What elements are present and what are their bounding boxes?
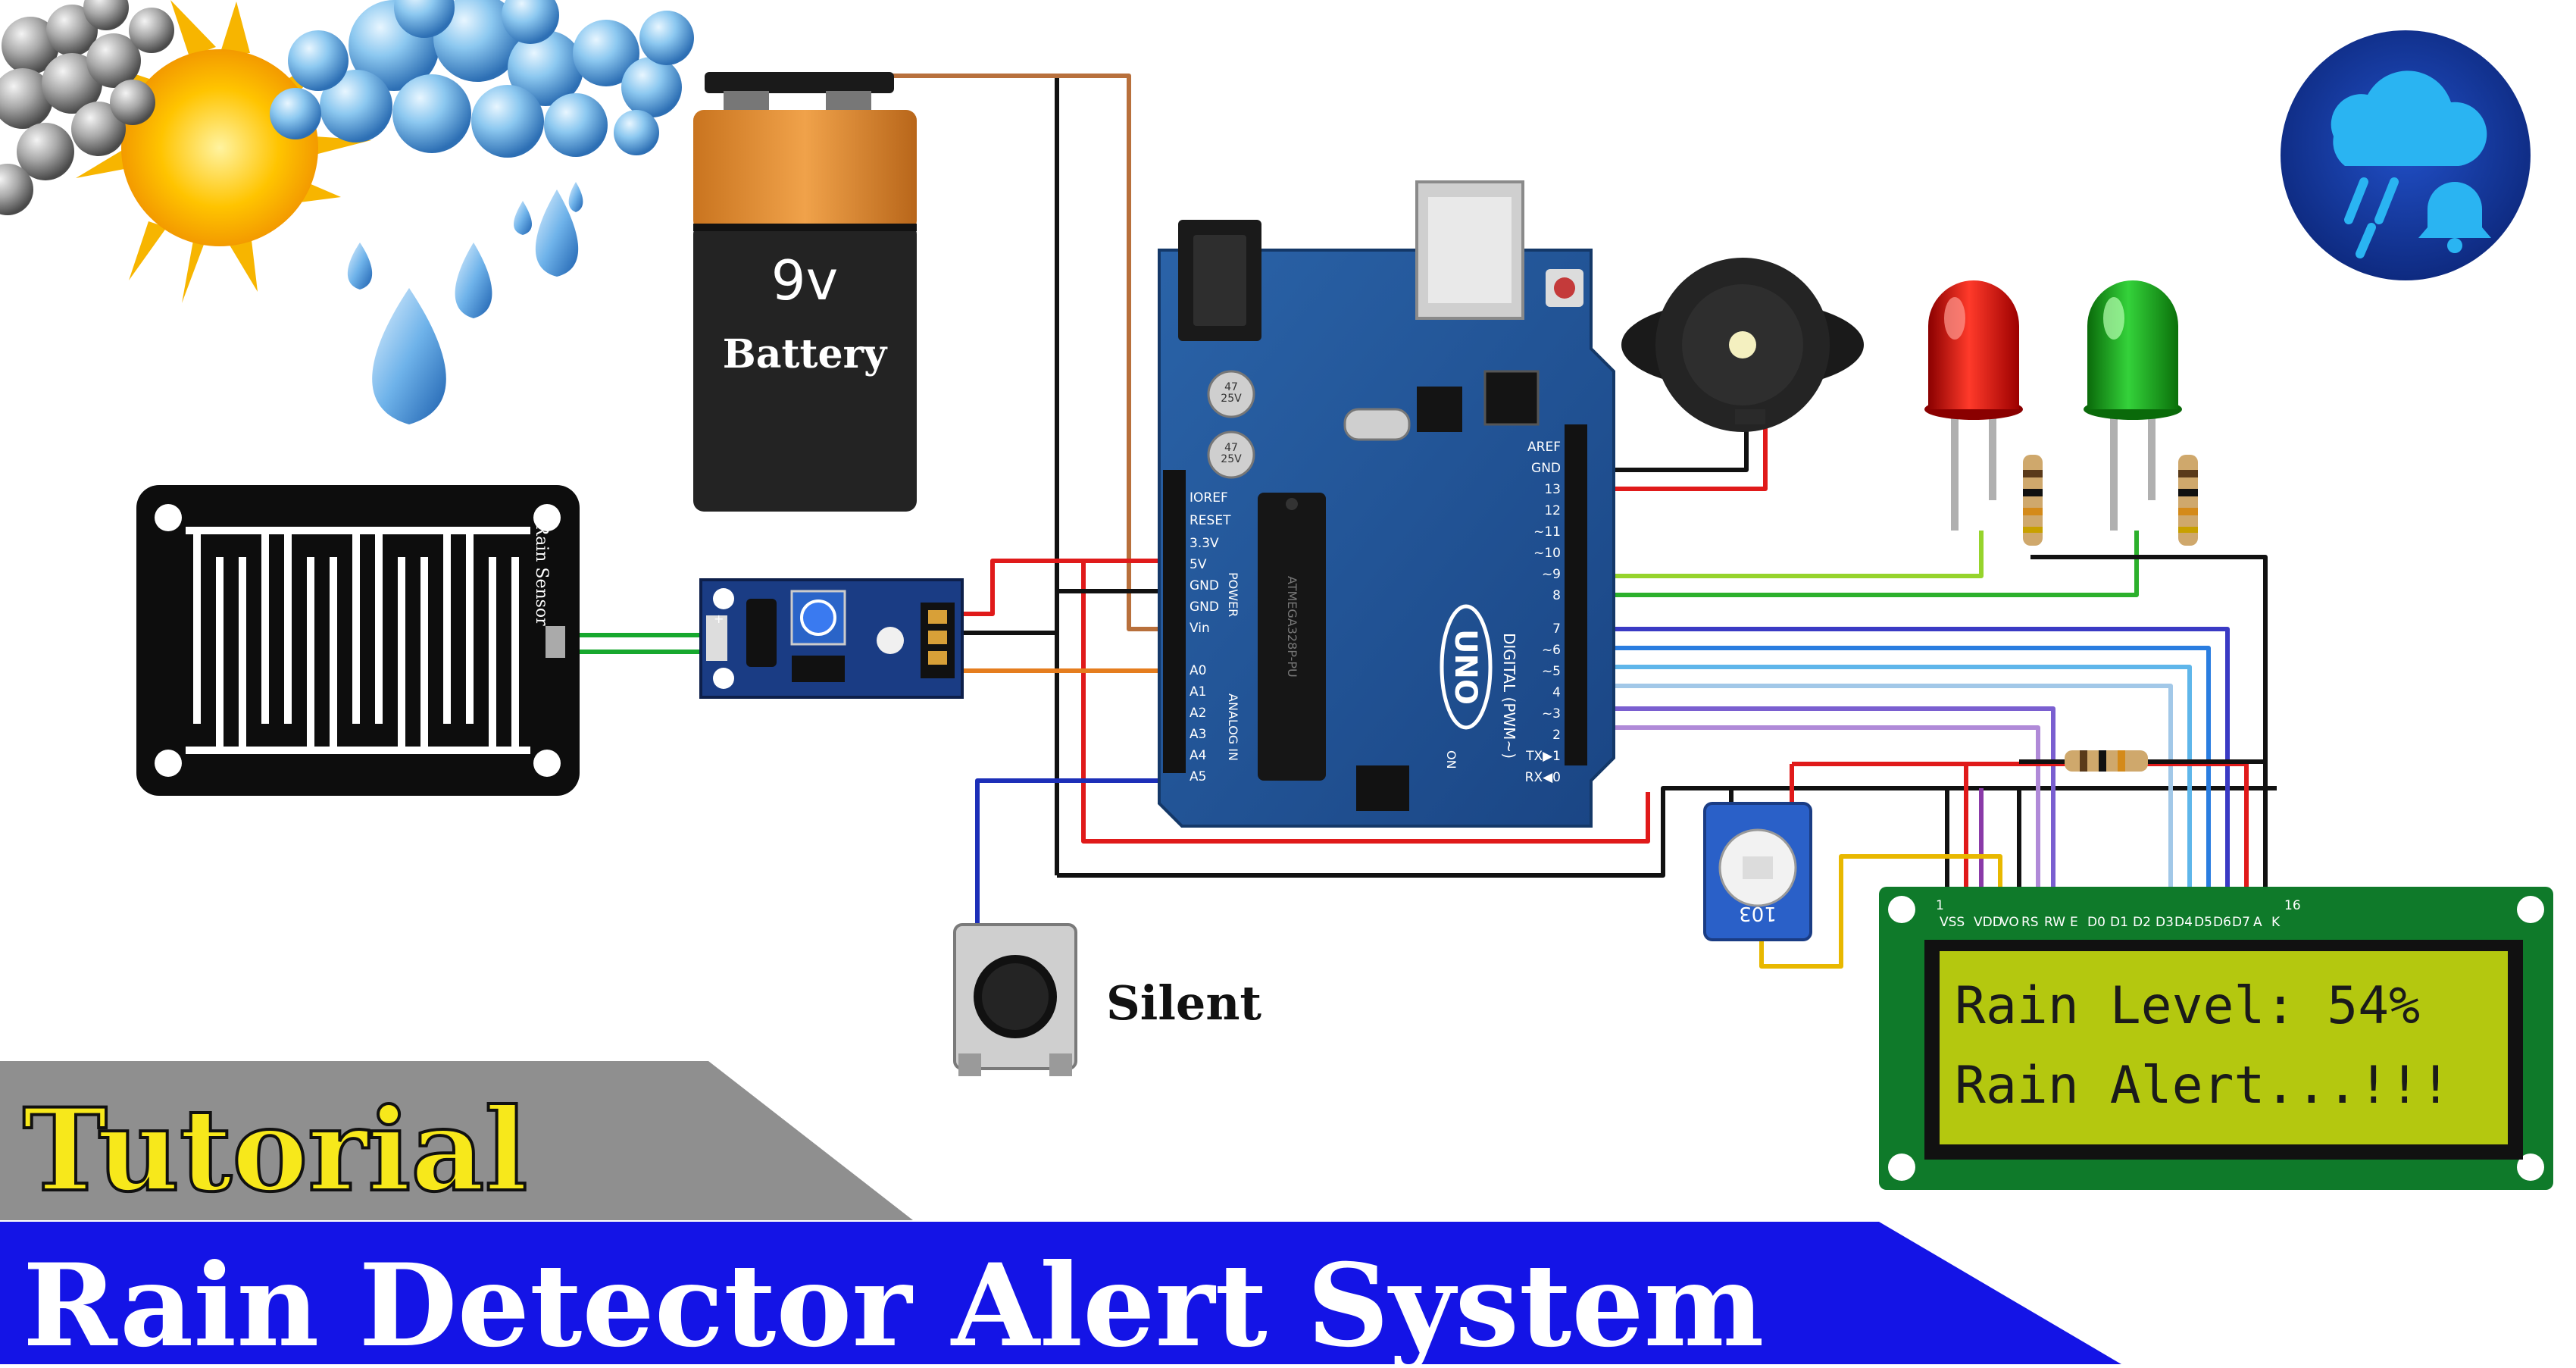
svg-text:IOREF: IOREF: [1190, 490, 1228, 506]
svg-text:25V: 25V: [1221, 453, 1242, 465]
analog-group-label: ANALOG IN: [1226, 693, 1240, 761]
svg-text:103: 103: [1739, 902, 1777, 925]
power-group-label: POWER: [1226, 572, 1240, 617]
backlight-resistor: [2065, 750, 2148, 772]
svg-text:25V: 25V: [1221, 393, 1242, 405]
svg-text:A2: A2: [1190, 706, 1206, 721]
svg-text:E: E: [2070, 915, 2078, 930]
svg-text:RW: RW: [2044, 915, 2065, 930]
tutorial-label: Tutorial: [23, 1084, 527, 1217]
svg-text:GND: GND: [1531, 461, 1561, 476]
svg-text:~3: ~3: [1542, 706, 1561, 722]
svg-text:TX▶1: TX▶1: [1525, 749, 1561, 764]
rain-sensor-label: Rain Sensor: [532, 523, 551, 626]
silent-button-label: Silent: [1106, 975, 1261, 1031]
svg-text:A4: A4: [1190, 748, 1206, 763]
lcd-16x2: 1 VSS VDD VO RS RW E D0 D1 D2 D3 D4 D5 D…: [1879, 887, 2553, 1190]
svg-text:Vin: Vin: [1190, 621, 1210, 636]
raindrop-icon: [347, 182, 583, 424]
svg-text:~5: ~5: [1542, 664, 1561, 679]
gray-cloud-icon: [0, 0, 174, 215]
page-title: Rain Detector Alert System: [23, 1239, 1764, 1364]
svg-text:1: 1: [1936, 898, 1944, 913]
svg-text:D0: D0: [2087, 915, 2106, 930]
left-header-labels: IOREF RESET 3.3V 5V GND GND Vin A0 A1 A2…: [1190, 490, 1231, 784]
svg-text:A0: A0: [1190, 663, 1206, 678]
svg-text:7: 7: [1552, 621, 1561, 637]
svg-text:D3: D3: [2156, 915, 2174, 930]
svg-text:D6: D6: [2213, 915, 2231, 930]
svg-text:RS: RS: [2021, 915, 2039, 930]
red-led: [1924, 280, 2023, 531]
sun-icon: [76, 0, 371, 303]
svg-text:16: 16: [2284, 898, 2301, 913]
green-led: [2084, 280, 2182, 531]
svg-text:~11: ~11: [1533, 524, 1561, 540]
svg-text:RX◀0: RX◀0: [1525, 770, 1561, 785]
battery-voltage: 9v: [771, 249, 838, 312]
svg-text:13: 13: [1544, 482, 1561, 497]
svg-text:3.3V: 3.3V: [1190, 536, 1219, 551]
capacitor: 47 25V 47 25V: [1207, 370, 1255, 479]
svg-text:5V: 5V: [1190, 557, 1207, 572]
svg-text:A1: A1: [1190, 684, 1206, 700]
svg-text:D5: D5: [2194, 915, 2212, 930]
svg-text:UNO: UNO: [1448, 629, 1483, 705]
banner: Tutorial Rain Detector Alert System: [0, 1061, 2121, 1368]
svg-text:VO: VO: [2000, 915, 2019, 930]
svg-text:AREF: AREF: [1527, 440, 1561, 455]
on-label: ON: [1444, 750, 1458, 769]
svg-text:GND: GND: [1190, 599, 1219, 615]
digital-group-label: DIGITAL (PWM~): [1500, 633, 1518, 759]
right-header-labels: AREF GND 13 12 ~11 ~10 ~9 8 7 ~6 ~5 4 ~3…: [1525, 440, 1561, 785]
svg-text:4: 4: [1552, 685, 1561, 700]
cloud-icon: [270, 0, 694, 158]
svg-text:GND: GND: [1190, 578, 1219, 593]
battery-label: Battery: [723, 331, 888, 377]
lcd-pin-labels: 1 VSS VDD VO RS RW E D0 D1 D2 D3 D4 D5 D…: [1936, 898, 2301, 930]
svg-text:A: A: [2253, 915, 2262, 930]
silent-button[interactable]: [953, 923, 1077, 1076]
svg-text:D7: D7: [2232, 915, 2250, 930]
buzzer: [1621, 258, 1864, 432]
resistor: [2023, 455, 2198, 546]
svg-text:+: +: [714, 612, 724, 626]
rain-sensor-board: Rain Sensor: [136, 485, 580, 796]
svg-text:A3: A3: [1190, 727, 1206, 742]
svg-text:D1: D1: [2110, 915, 2128, 930]
svg-text:VDD: VDD: [1974, 915, 2002, 930]
wires: [546, 74, 2277, 969]
svg-text:~6: ~6: [1542, 643, 1561, 658]
svg-text:VSS: VSS: [1940, 915, 1965, 930]
svg-text:RESET: RESET: [1190, 513, 1231, 528]
svg-text:A5: A5: [1190, 769, 1206, 784]
svg-text:~9: ~9: [1542, 567, 1561, 582]
svg-text:8: 8: [1552, 588, 1561, 603]
lcd-line-2: Rain Alert...!!!: [1955, 1056, 2451, 1116]
uno-logo: UNO: [1440, 604, 1493, 730]
svg-text:D4: D4: [2174, 915, 2193, 930]
rain-sensor-module: +: [699, 578, 964, 699]
rain-alert-logo-icon: [2281, 30, 2531, 280]
svg-text:D2: D2: [2133, 915, 2151, 930]
arduino-uno-board: 47 25V 47 25V ATMEGA328P-PU IOREF RESET …: [1158, 180, 1615, 828]
svg-text:2: 2: [1552, 728, 1561, 743]
lcd-line-1: Rain Level: 54%: [1955, 976, 2420, 1036]
svg-text:47: 47: [1224, 442, 1238, 454]
svg-text:47: 47: [1224, 381, 1238, 393]
battery-9v: 9v Battery: [693, 72, 917, 512]
svg-text:K: K: [2271, 915, 2281, 930]
chip-label: ATMEGA328P-PU: [1285, 576, 1299, 678]
potentiometer: 103: [1703, 802, 1812, 941]
svg-text:12: 12: [1544, 503, 1561, 518]
weather-illustration: [0, 0, 694, 424]
svg-text:~10: ~10: [1533, 546, 1561, 561]
bell-icon: [2418, 182, 2491, 253]
